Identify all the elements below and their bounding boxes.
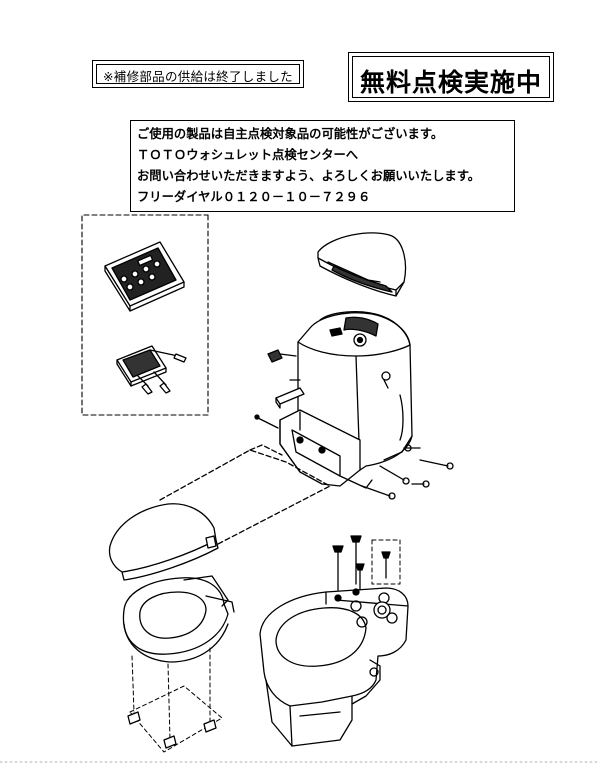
toilet-seat [122,575,235,753]
message-line-1: ご使用の製品は自主点検対象品の可能性がございます。 [137,127,444,141]
remote-control-callout [81,214,209,416]
remote-control [104,241,185,312]
tank-mounting-bolts [332,535,401,602]
mounting-screws [254,349,454,500]
washlet-lid [317,232,407,297]
seat-lid [108,503,219,581]
free-inspection-notice: 無料点検実施中 [348,52,554,102]
inspection-message-box: ご使用の製品は自主点検対象品の可能性がございます。 ＴＯＴＯウォシュレット点検セ… [130,120,515,212]
toilet-bowl [259,587,409,747]
message-line-3: お問い合わせいただきますよう、よろしくお願いいたします。 [137,169,481,183]
parts-supply-ended-notice: ※補修部品の供給は終了しました [92,60,304,88]
remote-wall-bracket [116,345,187,395]
washlet-main-unit [279,311,421,489]
message-line-4: フリーダイヤル０１２０－１０－７２９６ [137,190,371,204]
message-line-2: ＴＯＴＯウォシュレット点検センターへ [137,148,359,162]
